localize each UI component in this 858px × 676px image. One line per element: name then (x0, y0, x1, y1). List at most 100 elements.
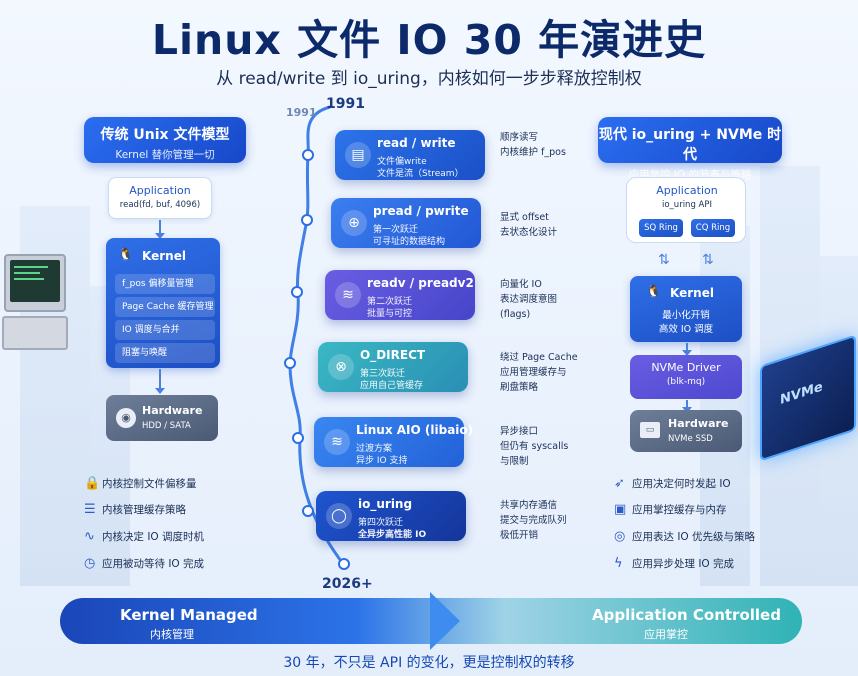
lock-icon: 🔒 (84, 476, 101, 491)
legend-text: 内核管理缓存策略 (102, 504, 186, 516)
retro-computer-illustration (2, 254, 70, 354)
legend-text: 应用被动等待 IO 完成 (102, 558, 205, 570)
legend-text: 应用决定何时发起 IO (632, 478, 731, 490)
modern-application-box: Application io_uring API SQ Ring CQ Ring (626, 177, 746, 243)
card-title: read / write (377, 136, 456, 150)
note-line: 表达调度意图 (500, 294, 558, 305)
timeline-end-year: 2026+ (322, 576, 373, 592)
note-line: 提交与完成队列 (500, 515, 567, 526)
footer-caption: 30 年，不只是 API 的变化，更是控制权的转移 (283, 655, 575, 671)
modern-model-header: 现代 io_uring + NVMe 时代 应用掌控 IO 的节奏与策略 (598, 117, 782, 181)
timeline-dot (291, 286, 303, 298)
timeline-card-o-direct: ⊗ O_DIRECT 第三次跃迁 应用自己管缓存 (318, 342, 468, 392)
sq-ring: SQ Ring (639, 219, 683, 237)
legend-text: 内核决定 IO 调度时机 (102, 531, 205, 543)
ring-arrows: ⇅⇅ (658, 252, 714, 268)
nvme-driver-title: NVMe Driver (651, 361, 721, 374)
legacy-app-title: Application (129, 184, 191, 197)
card-line: 文件偏write (377, 157, 427, 167)
modern-legend-item: ◎ 应用表达 IO 优先级与策略 (614, 529, 755, 544)
pulse-icon: ∿ (84, 529, 95, 544)
nvme-driver-sub: (blk-mq) (666, 377, 706, 387)
nvme-driver-box: NVMe Driver (blk-mq) (630, 355, 742, 399)
timeline-card-io-uring: ◯ io_uring 第四次跃迁 全异步高性能 IO (316, 491, 466, 541)
card-note: 显式 offset 去状态化设计 (500, 210, 557, 240)
card-title: io_uring (358, 497, 413, 511)
legend-text: 应用掌控缓存与内存 (632, 504, 727, 516)
ssd-icon: ▭ (640, 422, 660, 438)
kernel-item: Page Cache 缓存管理 (115, 297, 215, 317)
note-line: 向量化 IO (500, 279, 542, 290)
clock-icon: ◷ (84, 556, 96, 571)
kernel-managed-cn: 内核管理 (150, 628, 194, 641)
penguin-icon: 🐧 (646, 284, 661, 298)
modern-kernel-title: Kernel (670, 286, 714, 300)
timeline-dot (302, 505, 314, 517)
kernel-item: f_pos 偏移量管理 (115, 274, 215, 294)
note-line: 共享内存通信 (500, 500, 558, 511)
card-note: 顺序读写内核维护 f_pos (500, 130, 566, 160)
legend-text: 应用表达 IO 优先级与策略 (632, 531, 756, 543)
kernel-managed-label: Kernel Managed (120, 606, 258, 624)
hdd-icon: ◉ (116, 408, 136, 428)
card-title: O_DIRECT (360, 348, 426, 362)
priority-icon: ◎ (614, 529, 626, 544)
note-line: 去状态化设计 (500, 227, 558, 238)
flow-arrow (682, 400, 692, 413)
ring-icon: ◯ (326, 503, 352, 529)
timeline-card-pread: ⊕ pread / pwrite 第一次跃迁 可寻址的数据结构 (331, 198, 481, 248)
legacy-application-box: Application read(fd, buf, 4096) (108, 177, 212, 219)
flow-arrow (682, 343, 692, 356)
application-controlled-label: Application Controlled (592, 606, 781, 624)
note-line: 应用管理缓存与 (500, 367, 567, 378)
timeline-card-linux-aio: ≋ Linux AIO (libaio) 过渡方案 异步 IO 支持 (314, 417, 473, 467)
note-line: 异步接口 (500, 426, 539, 437)
application-controlled-cn: 应用掌控 (644, 628, 688, 641)
timeline-card-read-write: ▤ read / write 文件偏write 文件是流（Stream） (335, 130, 485, 180)
timeline-dot (302, 149, 314, 161)
bolt-icon: ϟ (614, 556, 623, 571)
legacy-app-call: read(fd, buf, 4096) (119, 200, 201, 210)
card-note: 异步接口但仍有 syscalls 与限制 (500, 424, 568, 469)
note-line: 显式 offset (500, 212, 549, 223)
timeline-dot (292, 432, 304, 444)
legacy-kernel-title: Kernel (142, 249, 186, 263)
card-line: 异步 IO 支持 (356, 456, 408, 466)
legacy-legend-item: ◷ 应用被动等待 IO 完成 (84, 556, 204, 571)
legacy-kernel-box: 🐧 Kernel f_pos 偏移量管理 Page Cache 缓存管理 IO … (106, 238, 220, 368)
kernel-item: 阻塞与唤醒 (115, 343, 215, 363)
card-line: 全异步高性能 IO (358, 530, 427, 540)
modern-kernel-line: 高效 IO 调度 (658, 324, 714, 335)
modern-header-title: 现代 io_uring + NVMe 时代 (598, 127, 782, 163)
legacy-legend-item: ∿ 内核决定 IO 调度时机 (84, 529, 204, 544)
target-icon: ⊕ (341, 210, 367, 236)
note-line: 刷盘策略 (500, 382, 539, 393)
card-line: 文件是流（Stream） (377, 169, 464, 179)
card-line: 第四次跃迁 (358, 518, 404, 528)
layers-icon: ≋ (335, 282, 361, 308)
legacy-hardware-title: Hardware (142, 404, 203, 417)
chip-icon: ▣ (614, 502, 627, 517)
legacy-hardware-box: ◉ Hardware HDD / SATA (106, 395, 218, 441)
modern-app-title: Application (656, 184, 718, 197)
card-title: Linux AIO (libaio) (356, 423, 474, 437)
legacy-header-subtitle: Kernel 替你管理一切 (115, 149, 215, 161)
modern-kernel-line: 最小化开销 (662, 310, 710, 321)
timeline-dot (338, 558, 350, 570)
card-line: 第三次跃迁 (360, 369, 406, 379)
legend-text: 应用异步处理 IO 完成 (632, 558, 735, 570)
flow-arrow (155, 220, 165, 239)
modern-hardware-box: ▭ Hardware NVMe SSD (630, 410, 742, 452)
note-line: 极低开销 (500, 530, 539, 541)
note-line: 与限制 (500, 456, 529, 467)
timeline-card-readv: ≋ readv / preadv2 第二次跃迁 批量与可控 (325, 270, 475, 320)
note-line: 但仍有 syscalls (500, 441, 569, 452)
modern-legend-item: ➶应用决定何时发起 IO (614, 476, 731, 491)
timeline-start-year-faint: 1991 (286, 106, 317, 119)
nvme-chip-label: NVMe (780, 379, 823, 409)
card-note: 共享内存通信提交与完成队列极低开销 (500, 498, 567, 543)
modern-legend-item: ▣ 应用掌控缓存与内存 (614, 502, 727, 517)
page-subtitle: 从 read/write 到 io_uring，内核如何一步步释放控制权 (216, 69, 642, 89)
